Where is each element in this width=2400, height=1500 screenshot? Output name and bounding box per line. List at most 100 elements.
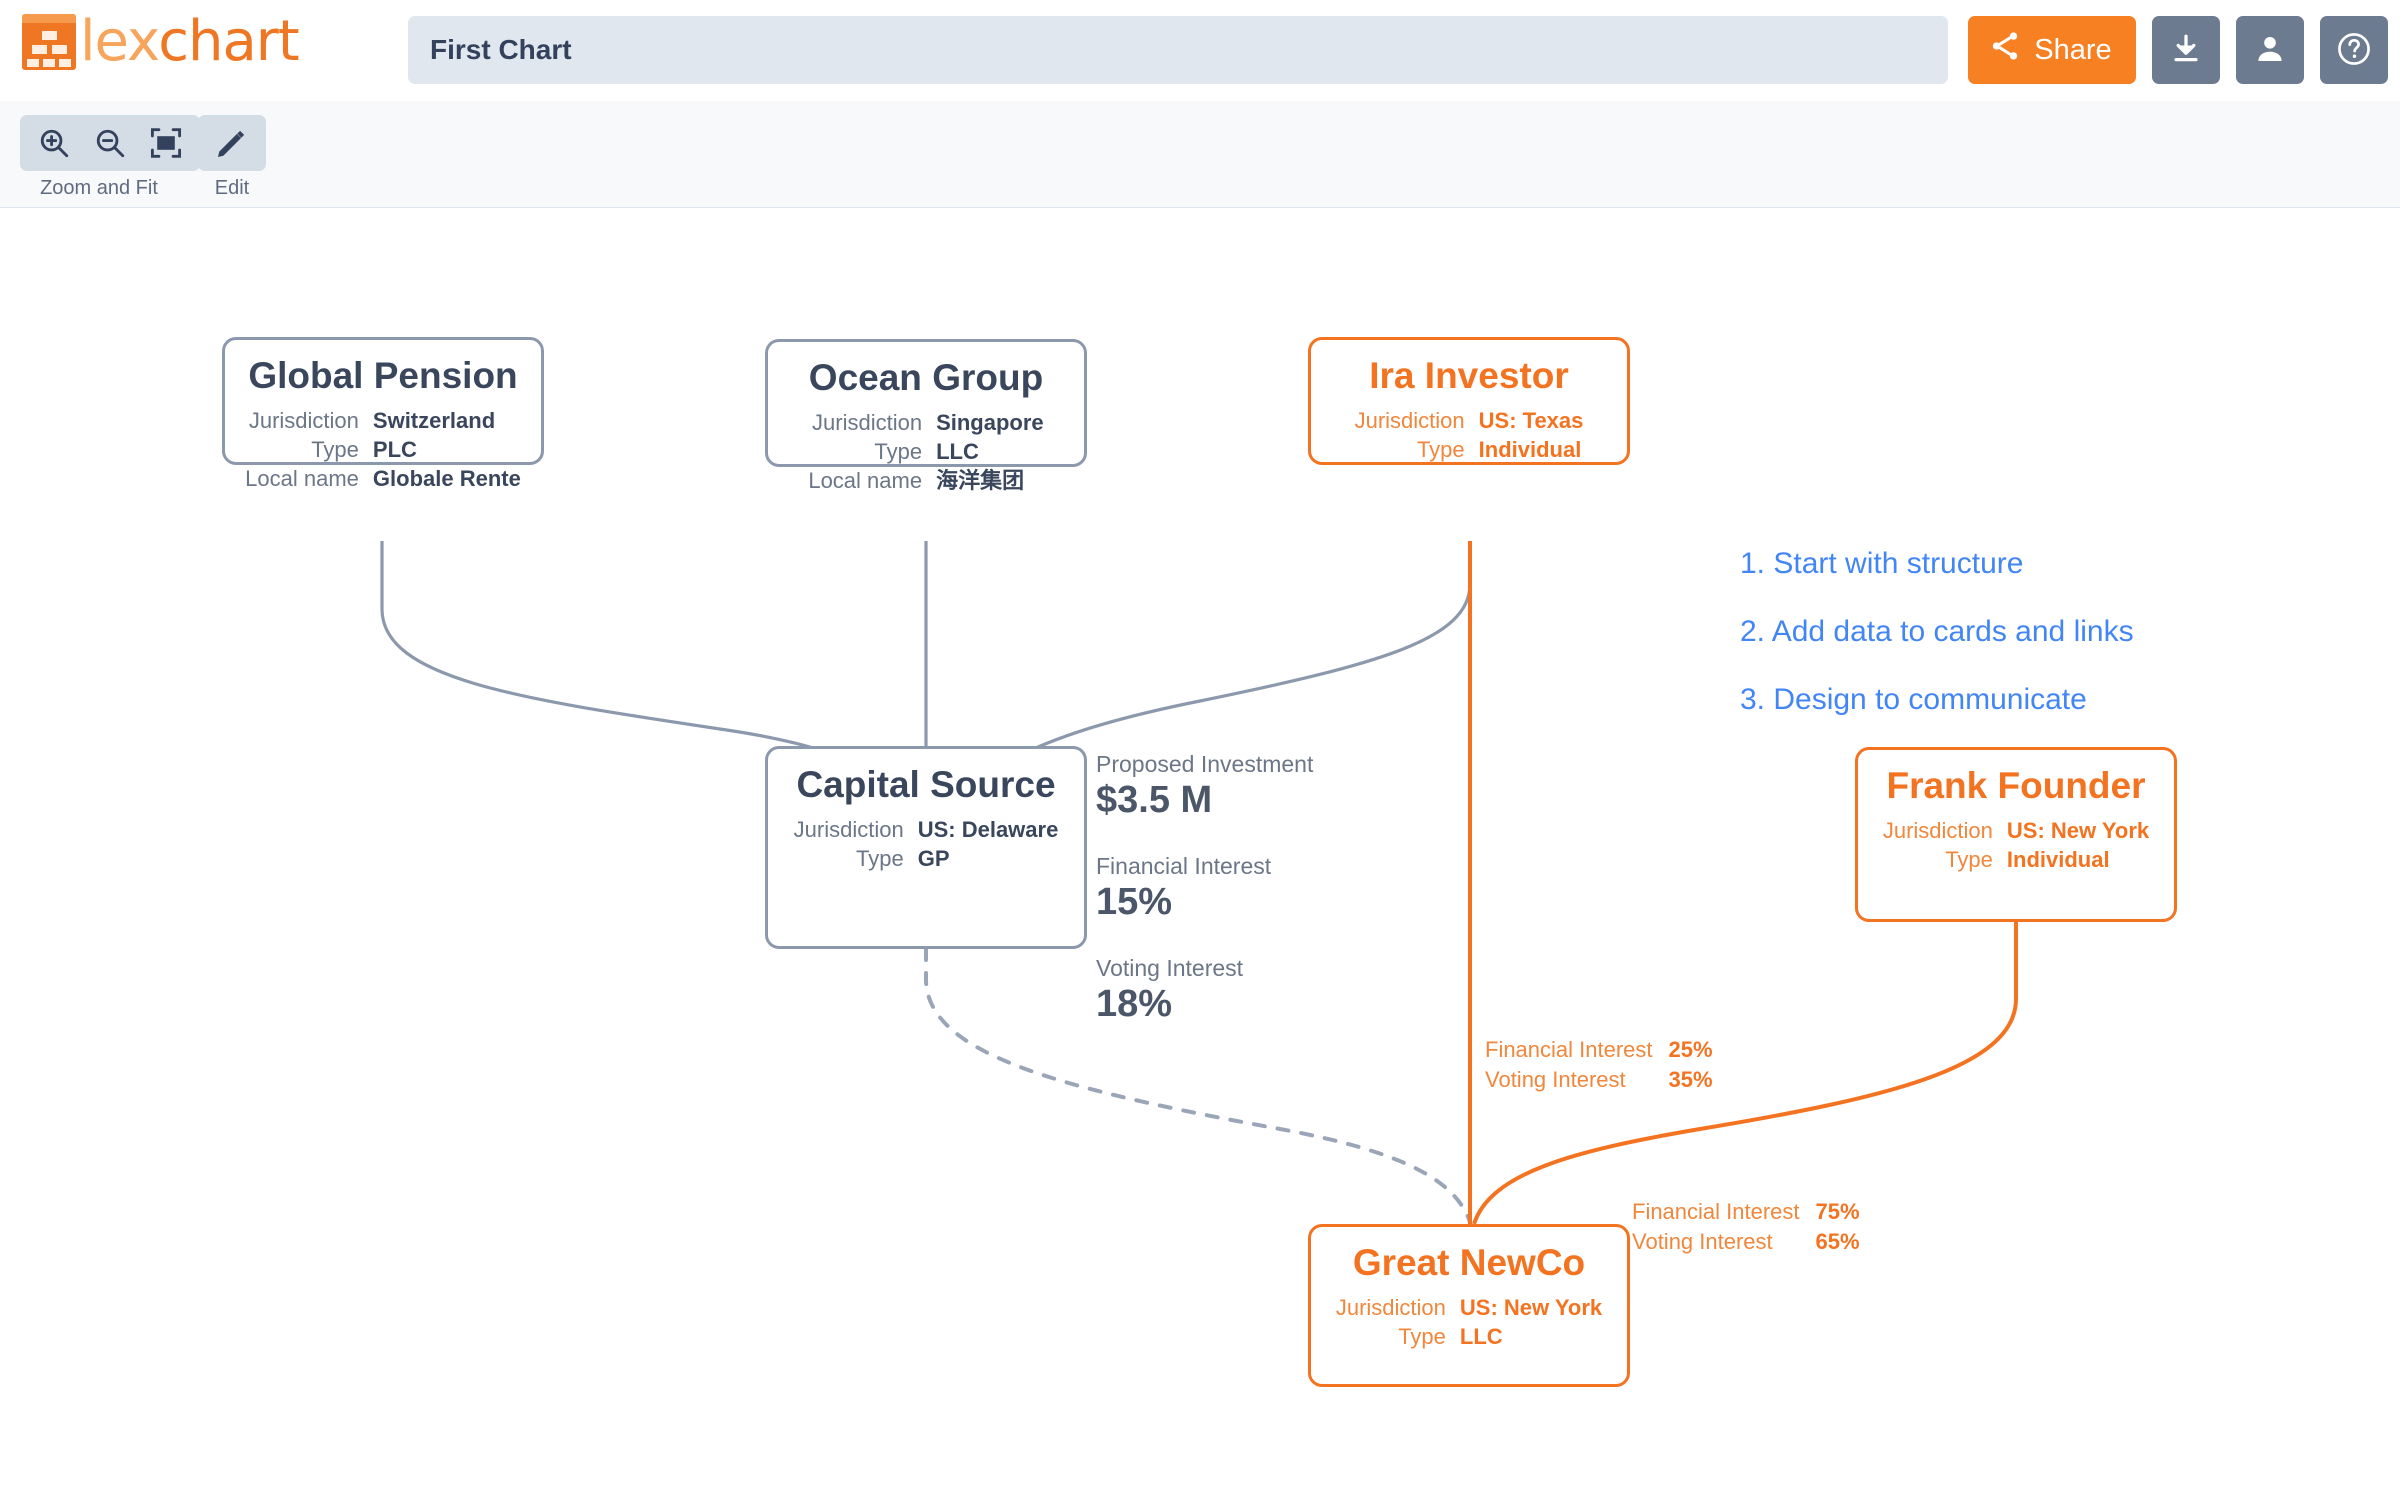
link-label-key: Financial Interest (1485, 1037, 1653, 1062)
attr-row: Local name 海洋集团 (808, 466, 1043, 495)
lexchart-logo-icon (22, 14, 76, 70)
chart-toolbar: Zoom and Fit Edit (0, 101, 2400, 208)
link-label-row: Voting Interest 65% (1632, 1227, 1860, 1257)
attr-value: Individual (1478, 436, 1582, 462)
metric-label: Voting Interest (1096, 955, 1244, 981)
metric-value: 15% (1096, 880, 1173, 923)
attr-key: Local name (245, 465, 359, 491)
link-label-key: Voting Interest (1485, 1066, 1626, 1092)
attr-value: US: New York (2006, 817, 2150, 843)
node-attributes: Jurisdiction US: Delaware Type GP (794, 815, 1059, 873)
attr-value: US: Delaware (917, 816, 1059, 842)
attr-row: Jurisdiction Singapore (808, 408, 1044, 437)
metric-proposed-investment[interactable]: Proposed Investment $3.5 M (1096, 750, 1313, 821)
node-title: Ocean Group (808, 357, 1044, 398)
attr-value: PLC (372, 436, 417, 462)
link-label-frank-to-newco[interactable]: Financial Interest 75% Voting Interest 6… (1632, 1197, 1860, 1256)
attr-key: Jurisdiction (1354, 407, 1465, 433)
edit-button-group (198, 115, 266, 171)
attr-value: GP (917, 845, 950, 871)
attr-key: Jurisdiction (1882, 817, 1993, 843)
link-label-key: Voting Interest (1632, 1228, 1773, 1254)
brand-lex: lex (80, 9, 159, 74)
zoom-in-button[interactable] (28, 117, 80, 169)
attr-row: Type PLC (245, 435, 521, 464)
link-label-ira-to-newco[interactable]: Financial Interest 25% Voting Interest 3… (1485, 1035, 1713, 1094)
metric-voting-interest-capital-source[interactable]: Voting Interest 18% (1096, 954, 1243, 1025)
link-frank-founder-to-great-newco[interactable] (1472, 921, 2018, 1225)
metric-value: $3.5 M (1096, 778, 1213, 821)
node-ira-investor[interactable]: Ira Investor Jurisdiction US: Texas Type… (1308, 337, 1630, 465)
download-icon (2169, 32, 2203, 69)
attr-value: Individual (2006, 846, 2110, 872)
link-label-value: 35% (1668, 1066, 1713, 1092)
attr-key: Type (1945, 846, 1993, 872)
attr-value: LLC (1459, 1323, 1503, 1349)
link-label-row: Financial Interest 25% (1485, 1035, 1713, 1065)
node-global-pension[interactable]: Global Pension Jurisdiction Switzerland … (222, 337, 544, 491)
attr-row: Jurisdiction US: Delaware (794, 815, 1059, 844)
attr-value: US: Texas (1478, 407, 1584, 433)
node-title: Capital Source (796, 764, 1056, 805)
attr-row: Type LLC (1336, 1322, 1602, 1351)
metric-financial-interest-capital-source[interactable]: Financial Interest 15% (1096, 852, 1271, 923)
attr-key: Type (1416, 436, 1465, 462)
brand-wordmark: lexchart (80, 14, 300, 70)
share-label: Share (2034, 33, 2112, 66)
person-icon (2253, 32, 2287, 69)
top-toolbar: lexchart Share (0, 0, 2400, 101)
attr-row: Jurisdiction US: New York (1883, 816, 2149, 845)
node-ocean-group[interactable]: Ocean Group Jurisdiction Singapore Type … (765, 339, 1087, 493)
node-capital-source[interactable]: Capital Source Jurisdiction US: Delaware… (765, 746, 1087, 949)
link-label-value: 65% (1815, 1228, 1860, 1254)
node-attributes: Jurisdiction US: New York Type LLC (1336, 1293, 1602, 1351)
link-label-value: 75% (1815, 1199, 1860, 1224)
node-title: Global Pension (248, 355, 518, 396)
attr-key: Jurisdiction (1335, 1294, 1446, 1320)
attr-key: Local name (808, 467, 923, 493)
step-item-2: 2. Add data to cards and links (1740, 615, 2134, 648)
attr-key: Type (1398, 1323, 1446, 1349)
share-button[interactable]: Share (1968, 16, 2136, 84)
attr-key: Jurisdiction (793, 816, 904, 842)
node-title: Great NewCo (1352, 1242, 1586, 1283)
download-button[interactable] (2152, 16, 2220, 84)
link-label-row: Financial Interest 75% (1632, 1197, 1860, 1227)
node-attributes: Jurisdiction US: New York Type Individua… (1883, 816, 2149, 874)
attr-value: LLC (936, 438, 979, 464)
node-attributes: Jurisdiction Singapore Type LLC Local na… (808, 408, 1043, 495)
attr-key: Type (874, 438, 923, 464)
attr-value: Switzerland (372, 407, 496, 433)
attr-row: Jurisdiction US: New York (1336, 1293, 1602, 1322)
account-button[interactable] (2236, 16, 2304, 84)
attr-row: Local name Globale Rente (245, 464, 521, 493)
app-logo[interactable]: lexchart (22, 14, 300, 70)
fit-to-screen-button[interactable] (140, 117, 192, 169)
attr-value: US: New York (1459, 1294, 1603, 1320)
attr-row: Type Individual (1355, 435, 1584, 464)
attr-row: Type GP (794, 844, 1059, 873)
attr-key: Jurisdiction (248, 407, 359, 433)
step-item-3: 3. Design to communicate (1740, 683, 2087, 716)
node-frank-founder[interactable]: Frank Founder Jurisdiction US: New York … (1855, 747, 2177, 922)
steps-list: 1. Start with structure 2. Add data to c… (1740, 549, 2134, 753)
help-button[interactable] (2320, 16, 2388, 84)
step-item-1: 1. Start with structure (1740, 547, 2024, 580)
chart-title-input[interactable] (408, 16, 1948, 84)
zoom-out-button[interactable] (84, 117, 136, 169)
node-title: Ira Investor (1369, 355, 1569, 396)
node-attributes: Jurisdiction Switzerland Type PLC Local … (245, 406, 521, 493)
edit-button[interactable] (206, 117, 258, 169)
metric-value: 18% (1096, 982, 1173, 1025)
edit-label: Edit (214, 177, 250, 199)
node-great-newco[interactable]: Great NewCo Jurisdiction US: New York Ty… (1308, 1224, 1630, 1387)
attr-key: Type (311, 436, 359, 462)
attr-key: Type (856, 845, 904, 871)
metric-label: Proposed Investment (1096, 751, 1314, 777)
chart-canvas[interactable]: Global Pension Jurisdiction Switzerland … (0, 209, 2400, 1500)
attr-row: Type LLC (808, 437, 1043, 466)
node-title: Frank Founder (1886, 765, 2146, 806)
attr-row: Jurisdiction Switzerland (245, 406, 521, 435)
share-icon (1988, 29, 2022, 71)
link-capital-source-to-great-newco[interactable] (924, 947, 1472, 1224)
